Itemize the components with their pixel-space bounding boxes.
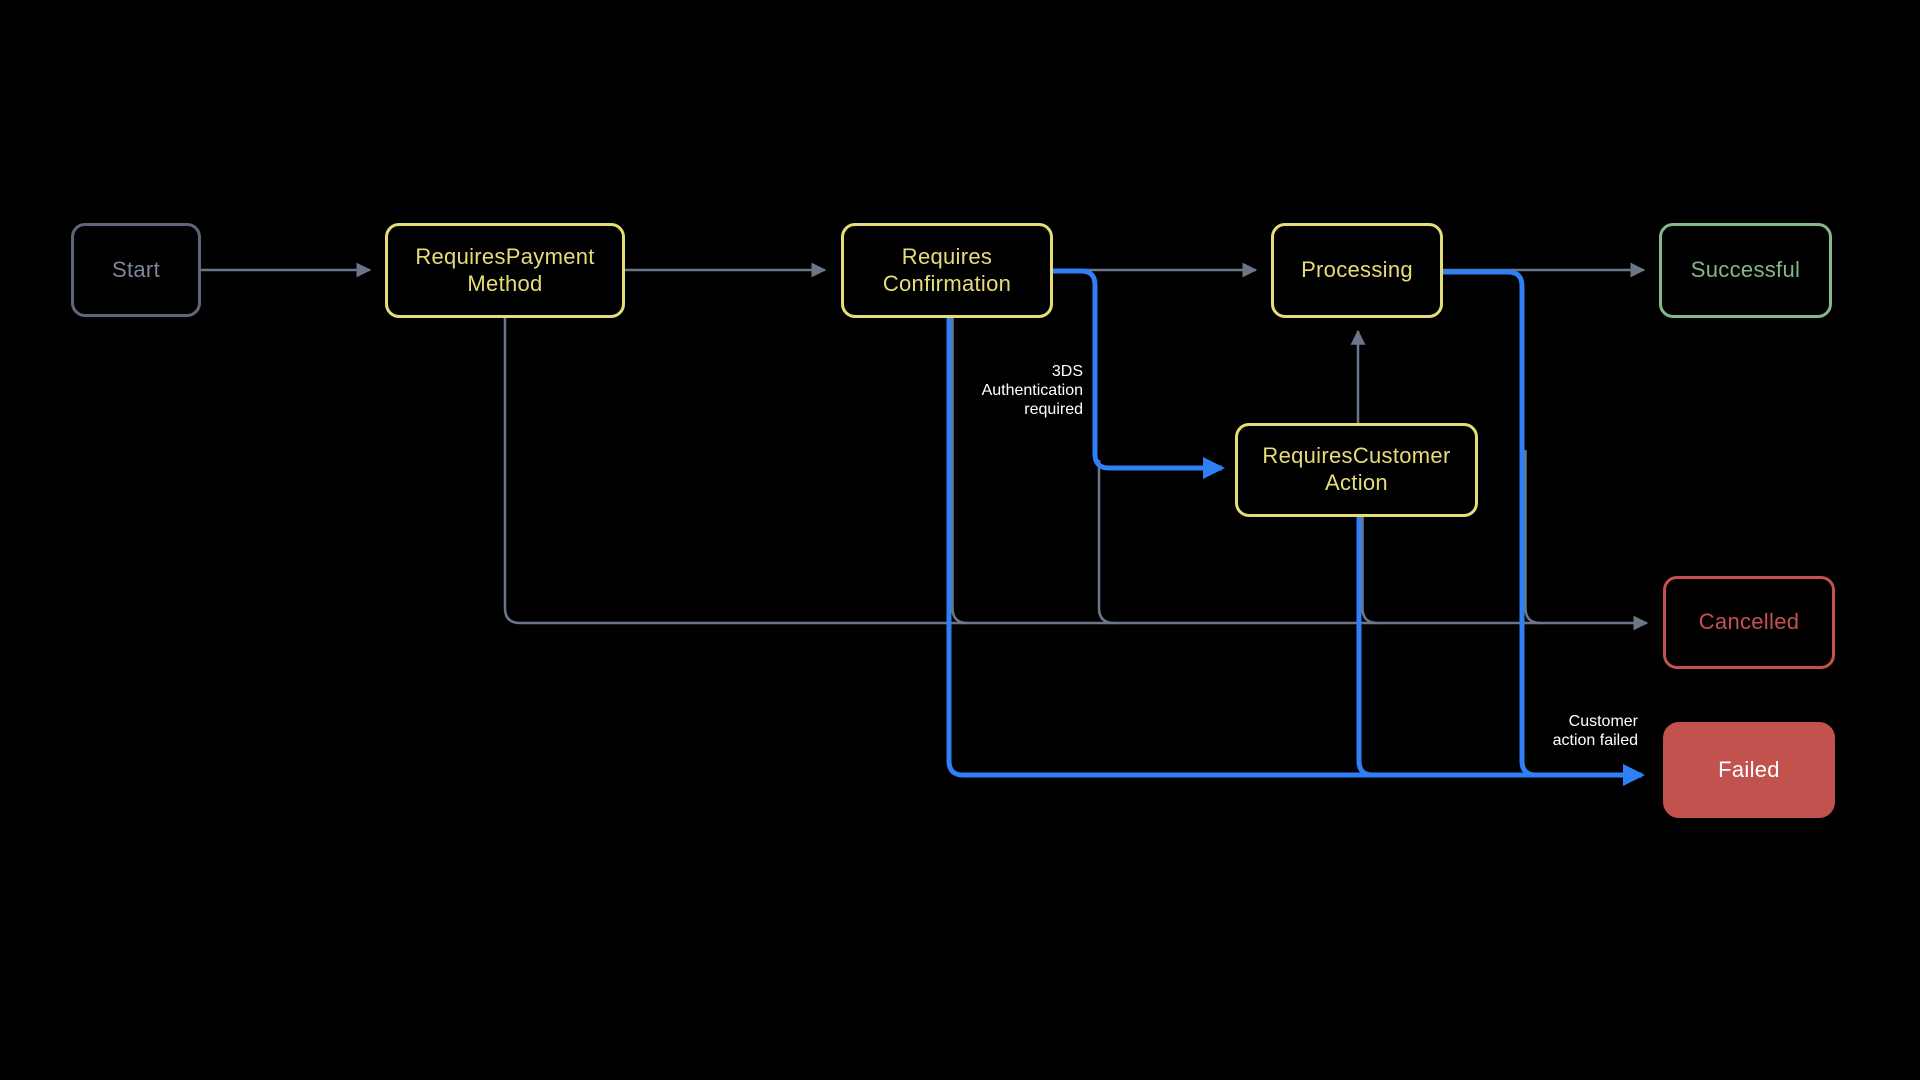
node-successful: Successful: [1659, 223, 1832, 318]
edge-requiresconfirmation-requirescustomeraction: [1053, 268, 1226, 479]
edge-requiresconfirmation-cancelled: [951, 318, 968, 625]
edge-requirescustomeraction-cancelled: [1361, 517, 1378, 625]
node-processing-label: Processing: [1301, 257, 1413, 283]
node-requires-confirmation-label: Requires Confirmation: [882, 243, 1012, 296]
node-successful-label: Successful: [1690, 257, 1801, 283]
node-start-label: Start: [112, 256, 160, 282]
node-cancelled-label: Cancelled: [1698, 609, 1800, 635]
node-failed: Failed: [1663, 722, 1835, 818]
node-requires-customer-action: RequiresCustomer Action: [1235, 423, 1478, 517]
node-processing: Processing: [1271, 223, 1443, 318]
edge-processing-failed: [1443, 269, 1537, 778]
edge-requirescustomeraction-failed: [1356, 517, 1374, 778]
node-start: Start: [71, 223, 201, 317]
edge-requirespaymentmethod-cancelled: [503, 318, 1649, 631]
node-failed-label: Failed: [1718, 756, 1780, 782]
node-requires-confirmation: Requires Confirmation: [841, 223, 1053, 318]
node-cancelled: Cancelled: [1663, 576, 1835, 669]
edge-label-customer-action-failed: Customer action failed: [1552, 713, 1638, 749]
node-requires-payment-method: RequiresPayment Method: [385, 223, 625, 318]
node-requires-customer-action-label: RequiresCustomer Action: [1262, 443, 1451, 495]
edge-processing-cancelled: [1524, 450, 1541, 625]
edge-requiresconfirmation-cancelled-alt: [1097, 460, 1115, 625]
edge-label-3ds-authentication-required: 3DS Authentication required: [981, 363, 1083, 418]
edge-requiresconfirmation-failed: [946, 318, 1646, 786]
node-requires-payment-method-label: RequiresPayment Method: [415, 243, 595, 296]
